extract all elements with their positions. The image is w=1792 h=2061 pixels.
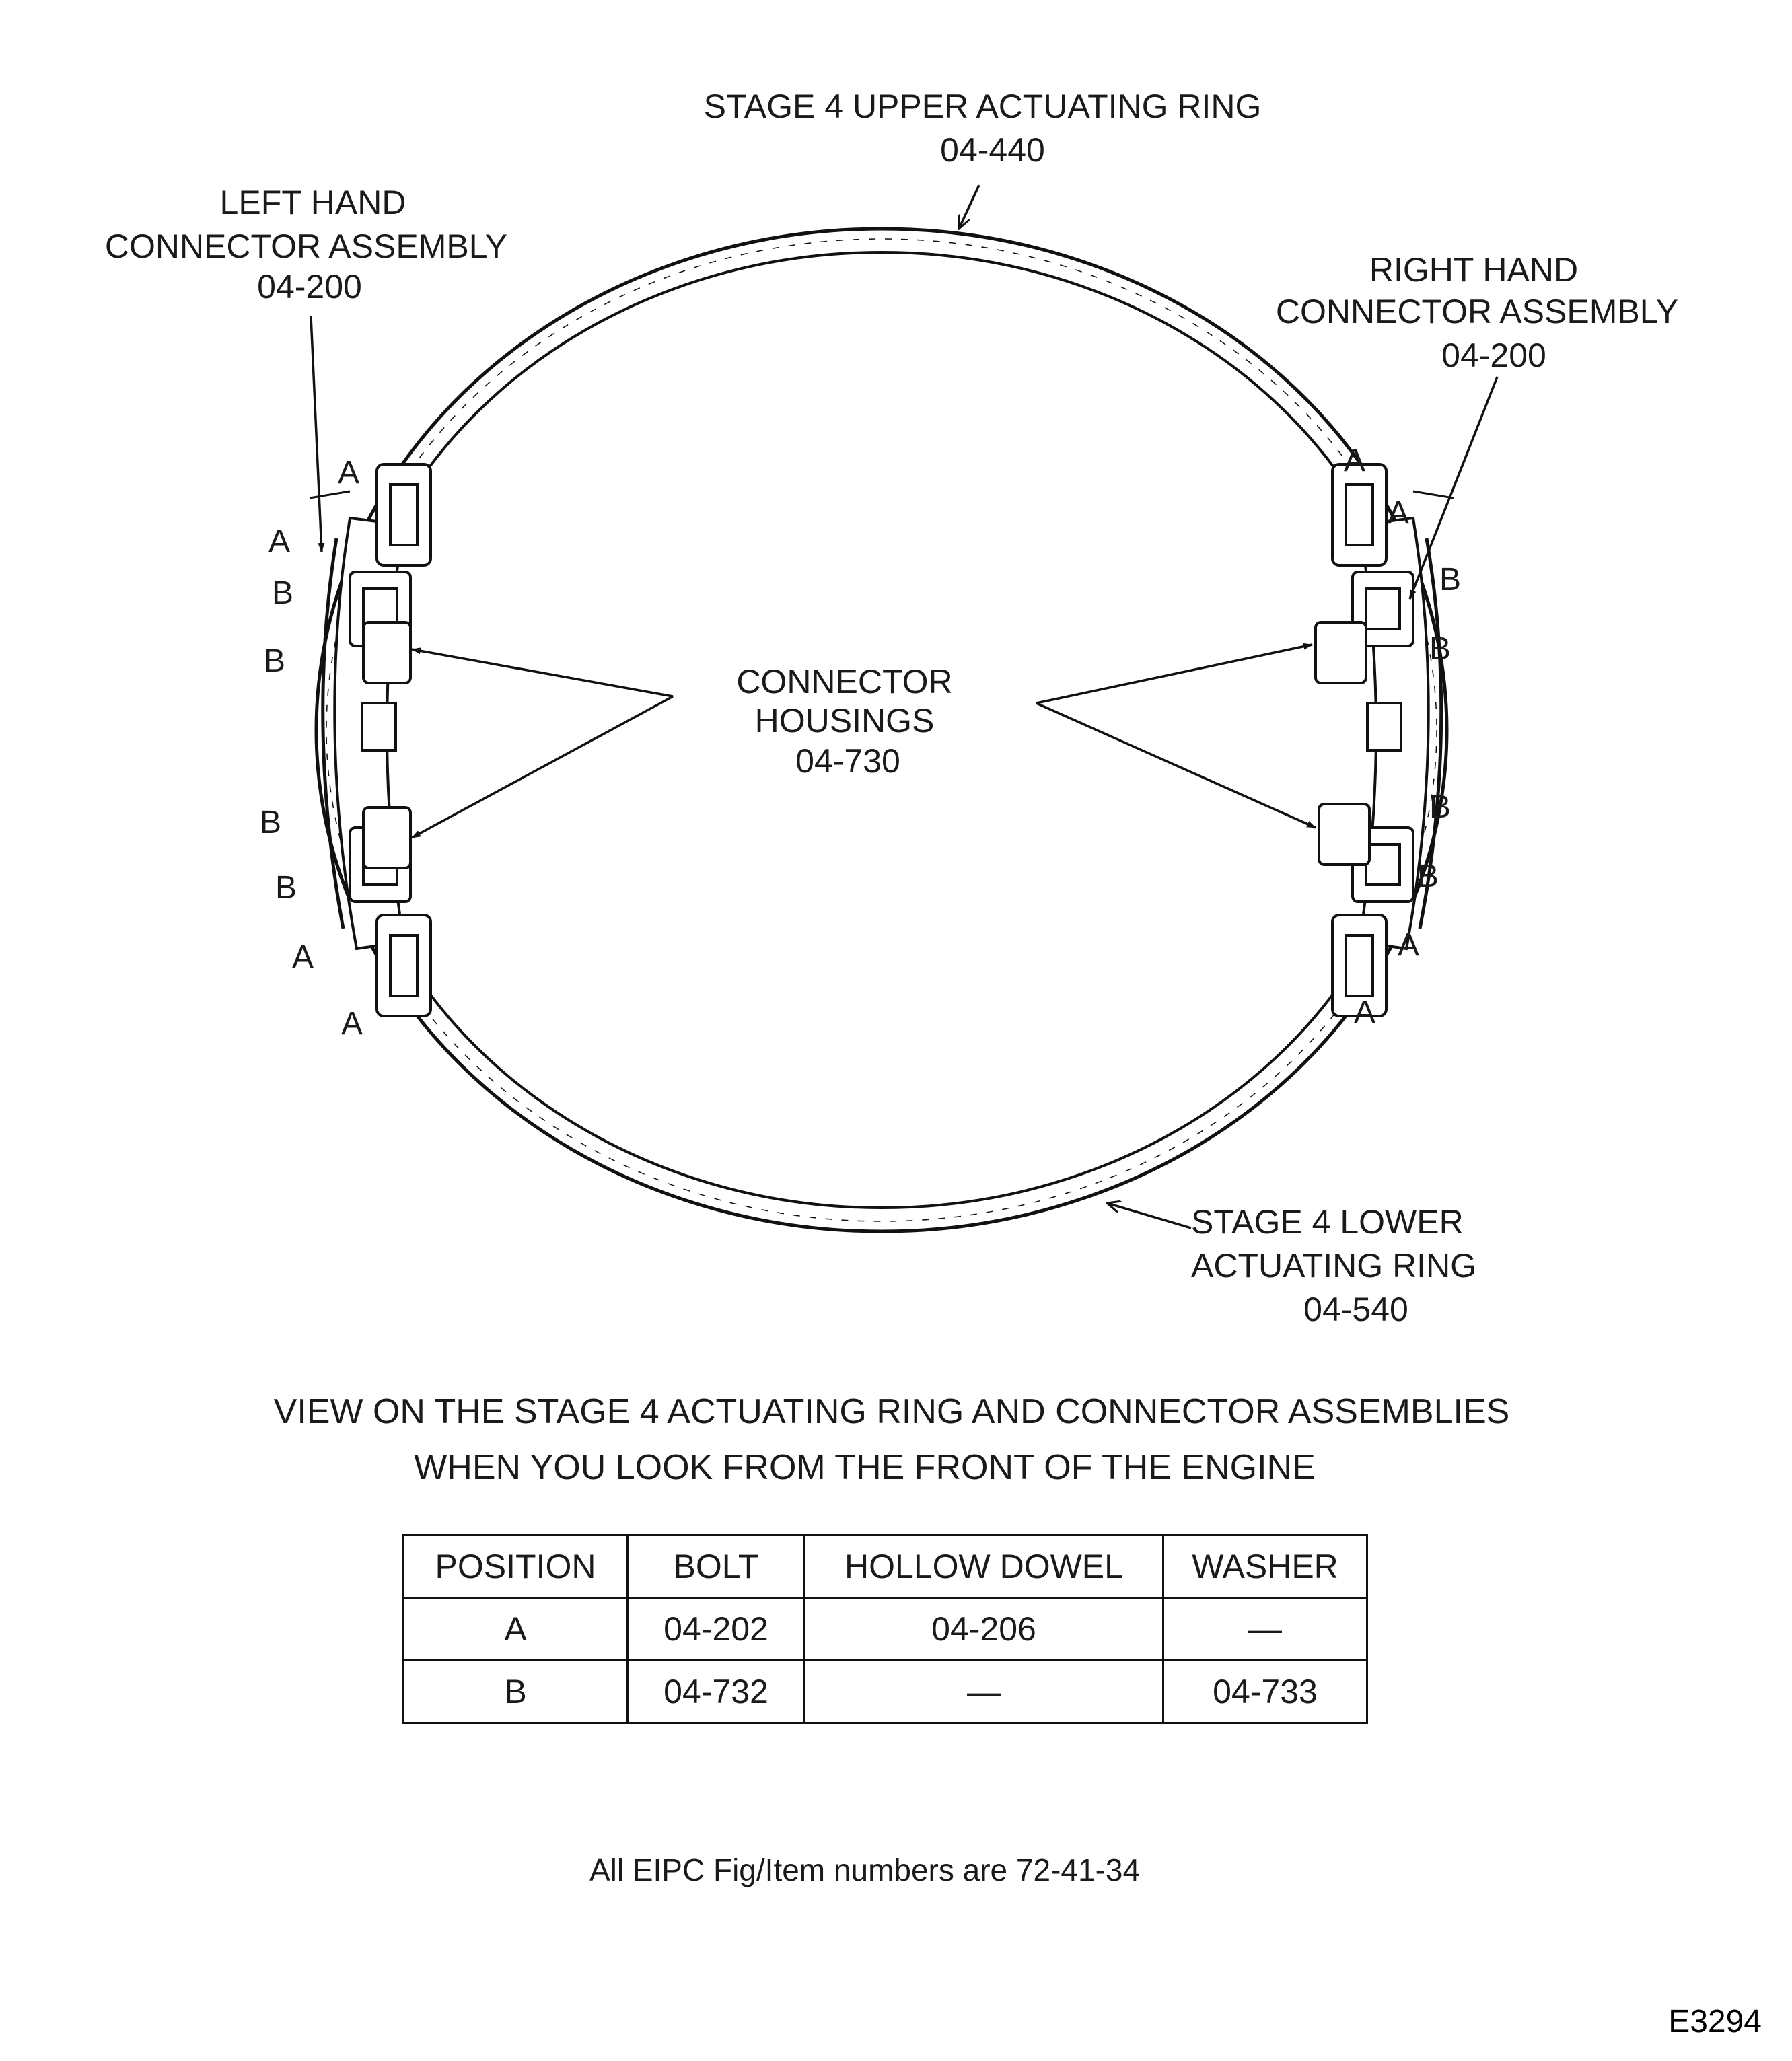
right-position-labels: A A B B B B A A [1344,443,1461,1030]
left-position-label: B [275,870,297,906]
left-position-label: A [292,939,314,975]
right-position-label: B [1439,562,1461,598]
left-connector-housing-lower [362,806,412,869]
right-position-label: B [1429,789,1451,825]
right-assembly-ref: 04-200 [1441,336,1546,374]
table-cell: 04-732 [626,1659,805,1724]
table-cell: — [803,1659,1164,1724]
upper-ring-ref: 04-440 [940,131,1045,169]
lower-ring-label-line2: ACTUATING RING [1191,1247,1476,1285]
table-header-cell: POSITION [402,1534,629,1599]
parts-table: POSITION BOLT HOLLOW DOWEL WASHER A 04-2… [402,1534,1368,1724]
table-cell: B [402,1659,629,1724]
left-assembly-ref: 04-200 [257,268,362,305]
lower-ring-ref: 04-540 [1303,1291,1408,1328]
table-cell: 04-206 [803,1597,1164,1661]
right-assembly-label-line1: RIGHT HAND [1369,251,1578,289]
leader-lines [310,184,1499,1229]
right-position-label: A [1398,927,1419,963]
table-cell: A [402,1597,629,1661]
table-header-cell: WASHER [1162,1534,1368,1599]
caption-line2: WHEN YOU LOOK FROM THE FRONT OF THE ENGI… [414,1448,1316,1487]
left-position-label: A [338,455,359,491]
right-connector-housing-lower [1318,803,1371,866]
left-position-label: A [341,1006,363,1042]
upper-ring-label: STAGE 4 UPPER ACTUATING RING [704,87,1262,125]
left-assembly-label-line2: CONNECTOR ASSEMBLY [105,227,507,265]
left-position-label: A [268,523,290,559]
table-header-row: POSITION BOLT HOLLOW DOWEL WASHER [402,1534,1368,1599]
table-row: B 04-732 — 04-733 [402,1659,1368,1724]
right-position-label: A [1344,443,1365,478]
left-assembly-label-line1: LEFT HAND [220,184,406,221]
housings-label-line2: HOUSINGS [755,702,935,739]
left-position-label: B [264,643,285,679]
right-connector-housing-upper [1314,621,1367,684]
right-position-label: A [1388,495,1409,531]
right-assembly-label-line2: CONNECTOR ASSEMBLY [1276,293,1678,330]
left-connector-housing-upper [362,621,412,684]
right-position-label: B [1417,859,1439,894]
left-connector-assembly [321,463,432,1017]
table-row: A 04-202 04-206 — [402,1597,1368,1661]
left-position-label: B [272,575,293,611]
table-cell: 04-202 [626,1597,805,1661]
lower-ring-label-line1: STAGE 4 LOWER [1191,1203,1464,1241]
table-header-cell: BOLT [626,1534,805,1599]
housings-label-line1: CONNECTOR [736,663,952,700]
right-position-label: B [1429,631,1451,667]
table-cell: — [1162,1597,1368,1661]
right-position-label: A [1354,995,1375,1030]
left-position-labels: A A B B B B A A [260,455,363,1042]
eipc-note: All EIPC Fig/Item numbers are 72-41-34 [589,1852,1140,1887]
table-cell: 04-733 [1162,1659,1368,1724]
figure-code: E3294 [1668,2004,1762,2039]
housings-ref: 04-730 [795,742,900,780]
right-connector-assembly [1331,463,1443,1017]
table-header-cell: HOLLOW DOWEL [803,1534,1164,1599]
caption-line1: VIEW ON THE STAGE 4 ACTUATING RING AND C… [274,1392,1510,1431]
left-position-label: B [260,805,281,840]
